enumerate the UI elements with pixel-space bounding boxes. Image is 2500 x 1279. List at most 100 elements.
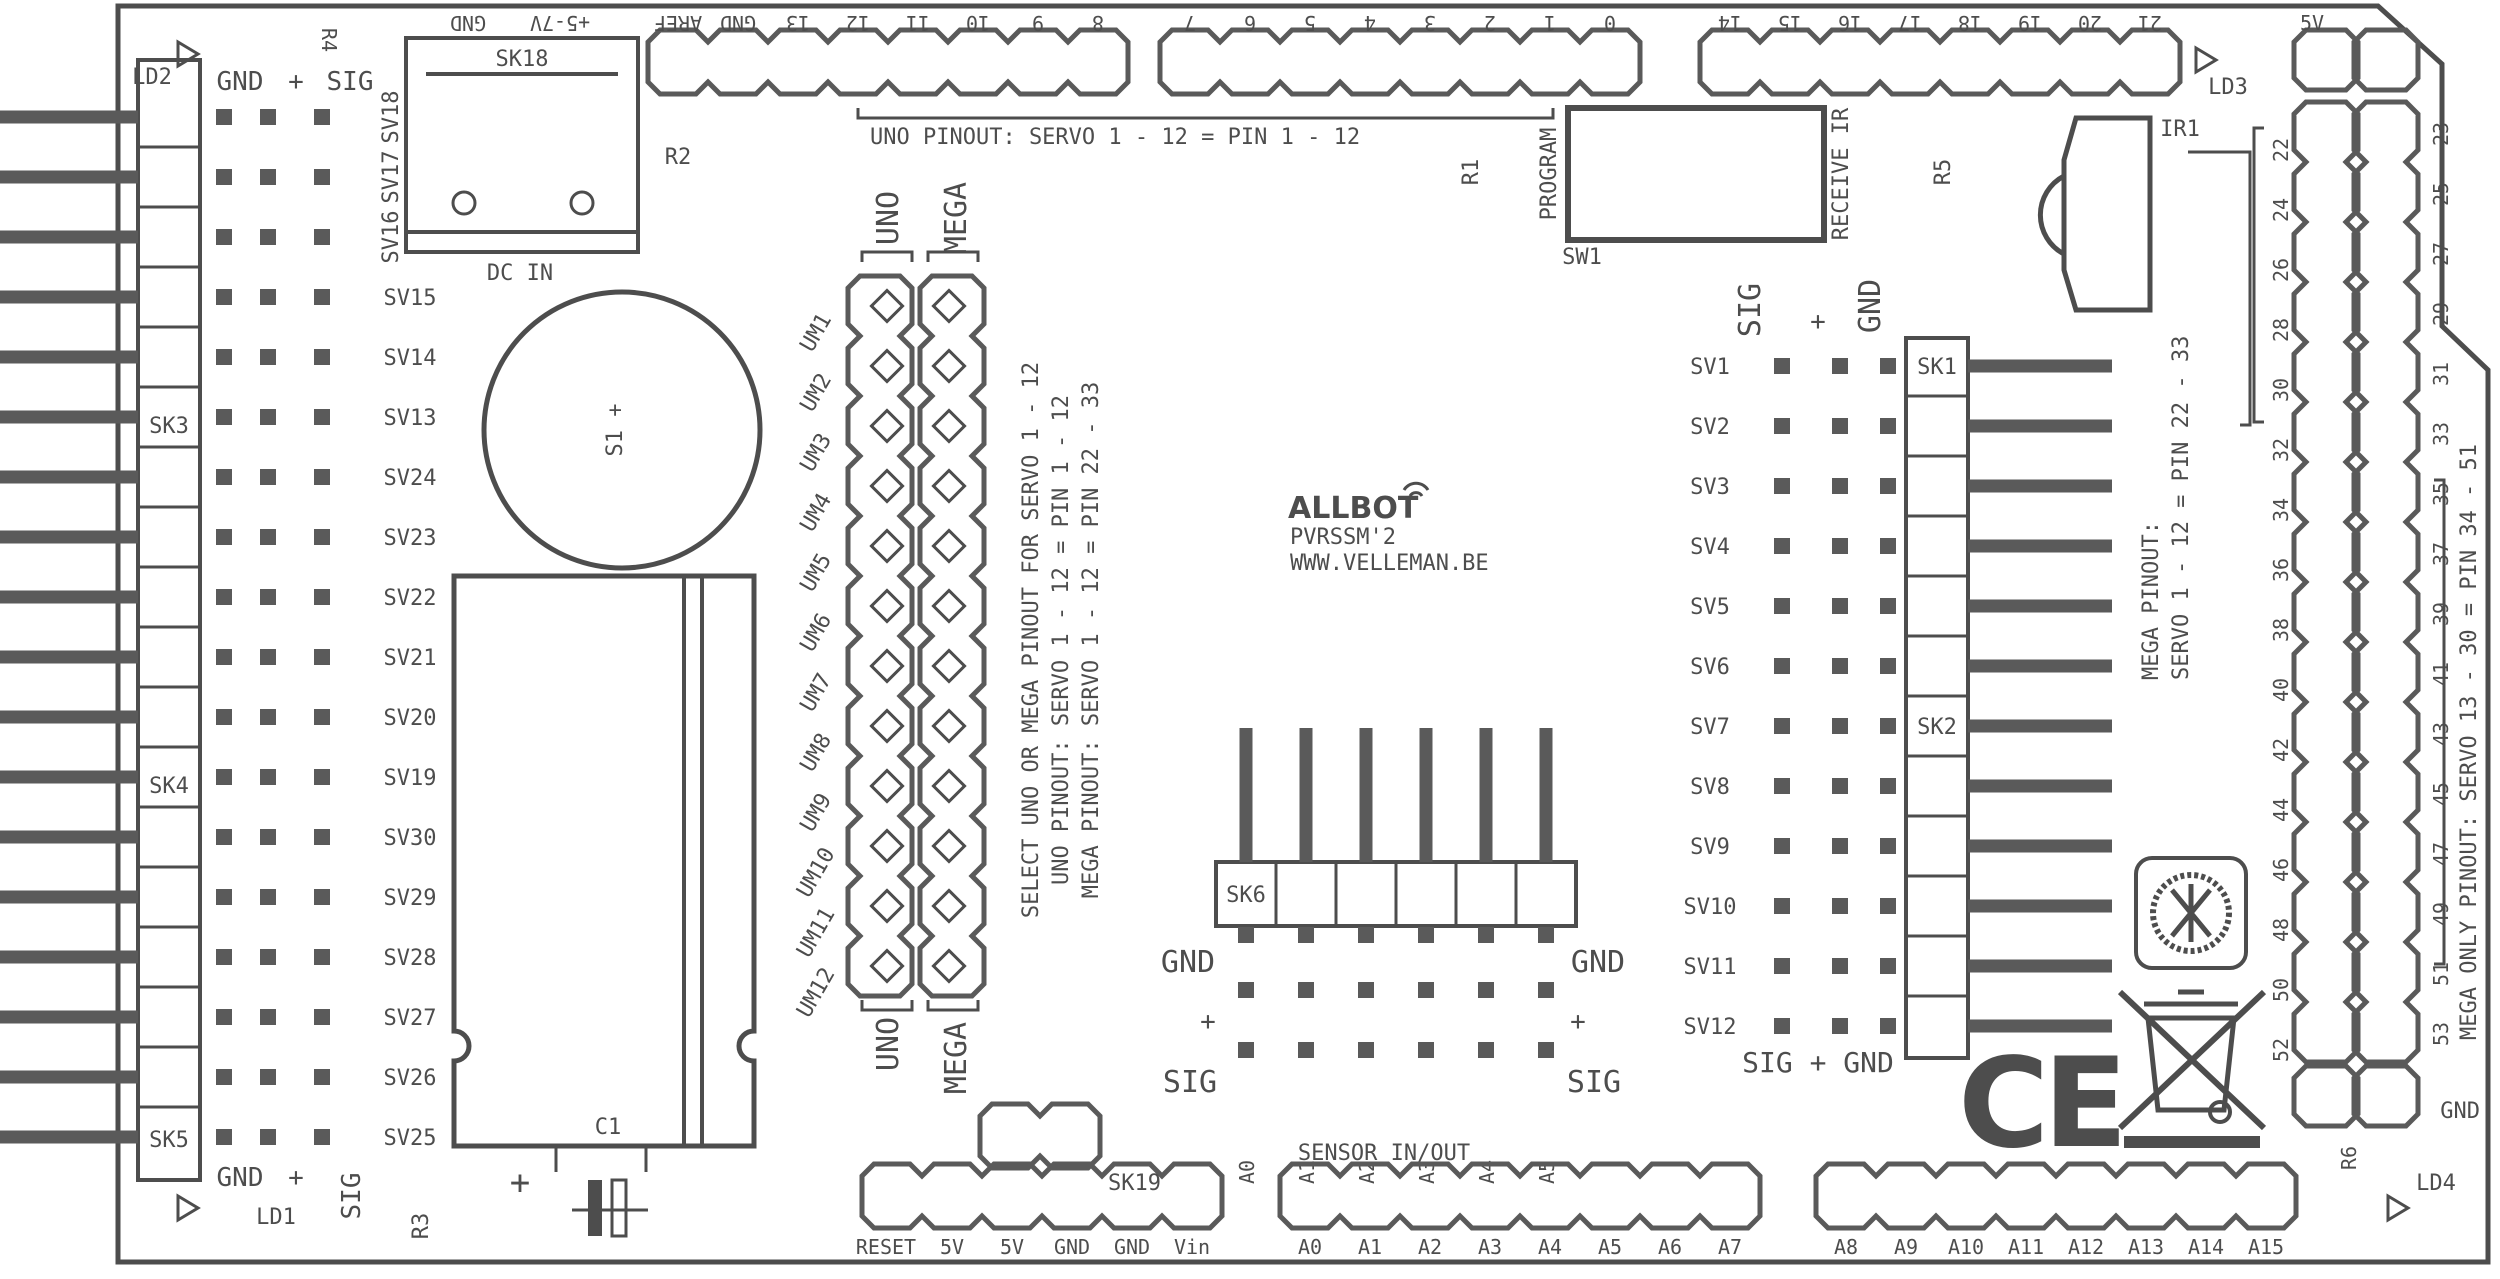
sensor-gnd-right: GND bbox=[1571, 945, 1625, 980]
pad-square bbox=[260, 1009, 276, 1025]
pad-square bbox=[216, 1129, 232, 1145]
pad-square bbox=[314, 409, 330, 425]
left-servo-label: SV24 bbox=[384, 466, 437, 491]
left-servo-label: SV18 bbox=[379, 91, 404, 144]
left-header-plus: + bbox=[288, 67, 304, 97]
pad-square bbox=[314, 949, 330, 965]
top-pin-label: 14 bbox=[1718, 11, 1742, 35]
pad-square bbox=[216, 409, 232, 425]
jumper-pad-icon bbox=[869, 648, 905, 684]
sk19-label: SK19 bbox=[1108, 1171, 1161, 1196]
pad-square bbox=[260, 949, 276, 965]
pad-square bbox=[216, 109, 232, 125]
pad-square bbox=[1298, 927, 1314, 943]
pad-square bbox=[260, 769, 276, 785]
pad-square bbox=[260, 169, 276, 185]
sensor-sig-right: SIG bbox=[1567, 1065, 1621, 1100]
brand-logo: ALLBOT bbox=[1288, 491, 1419, 526]
pad-square bbox=[314, 1009, 330, 1025]
pad-square bbox=[260, 529, 276, 545]
pad-square bbox=[260, 1129, 276, 1145]
right-servo-label: SV8 bbox=[1690, 775, 1730, 800]
top-pin-label: 2 bbox=[1484, 11, 1496, 35]
top-pin-label: 9 bbox=[1032, 11, 1044, 35]
sensor-ref: SK6 bbox=[1226, 883, 1266, 908]
jumper-note-2: UNO PINOUT: SERVO 1 - 12 = PIN 1 - 12 bbox=[1049, 395, 1074, 885]
analog-header-a bbox=[1277, 1161, 1763, 1231]
analog-pin-label: A6 bbox=[1658, 1235, 1682, 1259]
power-pin-label: 5V bbox=[940, 1235, 964, 1259]
left-servo-label: SV29 bbox=[384, 886, 437, 911]
jumper-pad-icon bbox=[869, 288, 905, 324]
analog-pin-label: A8 bbox=[1834, 1235, 1858, 1259]
left-connector-ref: SK5 bbox=[149, 1128, 189, 1153]
pad-square bbox=[1832, 538, 1848, 554]
buzzer-s1 bbox=[481, 289, 763, 571]
jumper-row-label: UM1 bbox=[796, 309, 838, 356]
analog-pin-label: A5 bbox=[1598, 1235, 1622, 1259]
pad-square bbox=[1880, 478, 1896, 494]
jumper-pad-icon bbox=[931, 708, 967, 744]
pad-square bbox=[260, 109, 276, 125]
mega-pin-odd: 31 bbox=[2429, 362, 2453, 386]
mega-pin-odd: 43 bbox=[2429, 722, 2453, 746]
left-servo-label: SV21 bbox=[384, 646, 437, 671]
pad-square bbox=[1774, 898, 1790, 914]
left-header-sig: SIG bbox=[327, 67, 374, 97]
pad-square bbox=[314, 889, 330, 905]
switch-program-label: PROGRAM bbox=[1537, 128, 1562, 221]
pad-square bbox=[314, 349, 330, 365]
analog-pin-label: A13 bbox=[2128, 1235, 2164, 1259]
jumper-mega-top: MEGA bbox=[939, 182, 974, 254]
top-header-b bbox=[1157, 27, 1643, 97]
left-servo-label: SV14 bbox=[384, 346, 437, 371]
analog-pin-label: A11 bbox=[2008, 1235, 2044, 1259]
jumper-pad-icon bbox=[931, 648, 967, 684]
dc-in-ref: SK18 bbox=[496, 47, 549, 72]
jumper-pad-icon bbox=[869, 588, 905, 624]
pad-square bbox=[260, 889, 276, 905]
mega-pin-even: 42 bbox=[2269, 738, 2293, 762]
top-silk-gnd: GND bbox=[450, 11, 486, 35]
pad-square bbox=[216, 529, 232, 545]
left-footer-plus: + bbox=[288, 1163, 304, 1193]
jumper-row-label: UM8 bbox=[796, 729, 838, 776]
pad-square bbox=[1880, 598, 1896, 614]
pad-square bbox=[216, 289, 232, 305]
mega-pin-odd: 35 bbox=[2429, 482, 2453, 506]
right-servo-label: SV9 bbox=[1690, 835, 1730, 860]
mega-pin-even: 26 bbox=[2269, 258, 2293, 282]
ce-mark: CE bbox=[1958, 1032, 2122, 1176]
left-connector-strip bbox=[136, 58, 202, 1182]
ld4-label: LD4 bbox=[2416, 1171, 2456, 1196]
pad-square bbox=[1880, 658, 1896, 674]
pad-square bbox=[1418, 927, 1434, 943]
pad-square bbox=[314, 169, 330, 185]
mega-col-5v-even bbox=[2291, 27, 2361, 93]
brand-url: WWW.VELLEMAN.BE bbox=[1290, 551, 1489, 576]
right-header-sig: SIG bbox=[1733, 283, 1768, 337]
sensor-pin-label: A0 bbox=[1235, 1160, 1259, 1184]
right-header-gnd: GND bbox=[1853, 279, 1888, 333]
jumper-row-label: UM12 bbox=[792, 964, 840, 1022]
pad-square bbox=[1880, 358, 1896, 374]
top-pin-label: 21 bbox=[2138, 11, 2162, 35]
pad-square bbox=[216, 649, 232, 665]
mega-note-title: MEGA PINOUT: bbox=[2139, 521, 2164, 680]
pad-square bbox=[1238, 927, 1254, 943]
mega-pin-even: 30 bbox=[2269, 378, 2293, 402]
left-servo-label: SV26 bbox=[384, 1066, 437, 1091]
pad-square bbox=[314, 769, 330, 785]
mega-pin-odd: 27 bbox=[2429, 242, 2453, 266]
jumper-pad-icon bbox=[931, 528, 967, 564]
left-servo-label: SV15 bbox=[384, 286, 437, 311]
pad-square bbox=[314, 1129, 330, 1145]
pad-square bbox=[1774, 838, 1790, 854]
mega-pin-odd: 25 bbox=[2429, 182, 2453, 206]
mega-pin-even: 24 bbox=[2269, 198, 2293, 222]
jumper-pad-icon bbox=[869, 828, 905, 864]
top-pin-label: 16 bbox=[1838, 11, 1862, 35]
pad-square bbox=[1774, 958, 1790, 974]
approval-mark-icon bbox=[2134, 856, 2248, 970]
